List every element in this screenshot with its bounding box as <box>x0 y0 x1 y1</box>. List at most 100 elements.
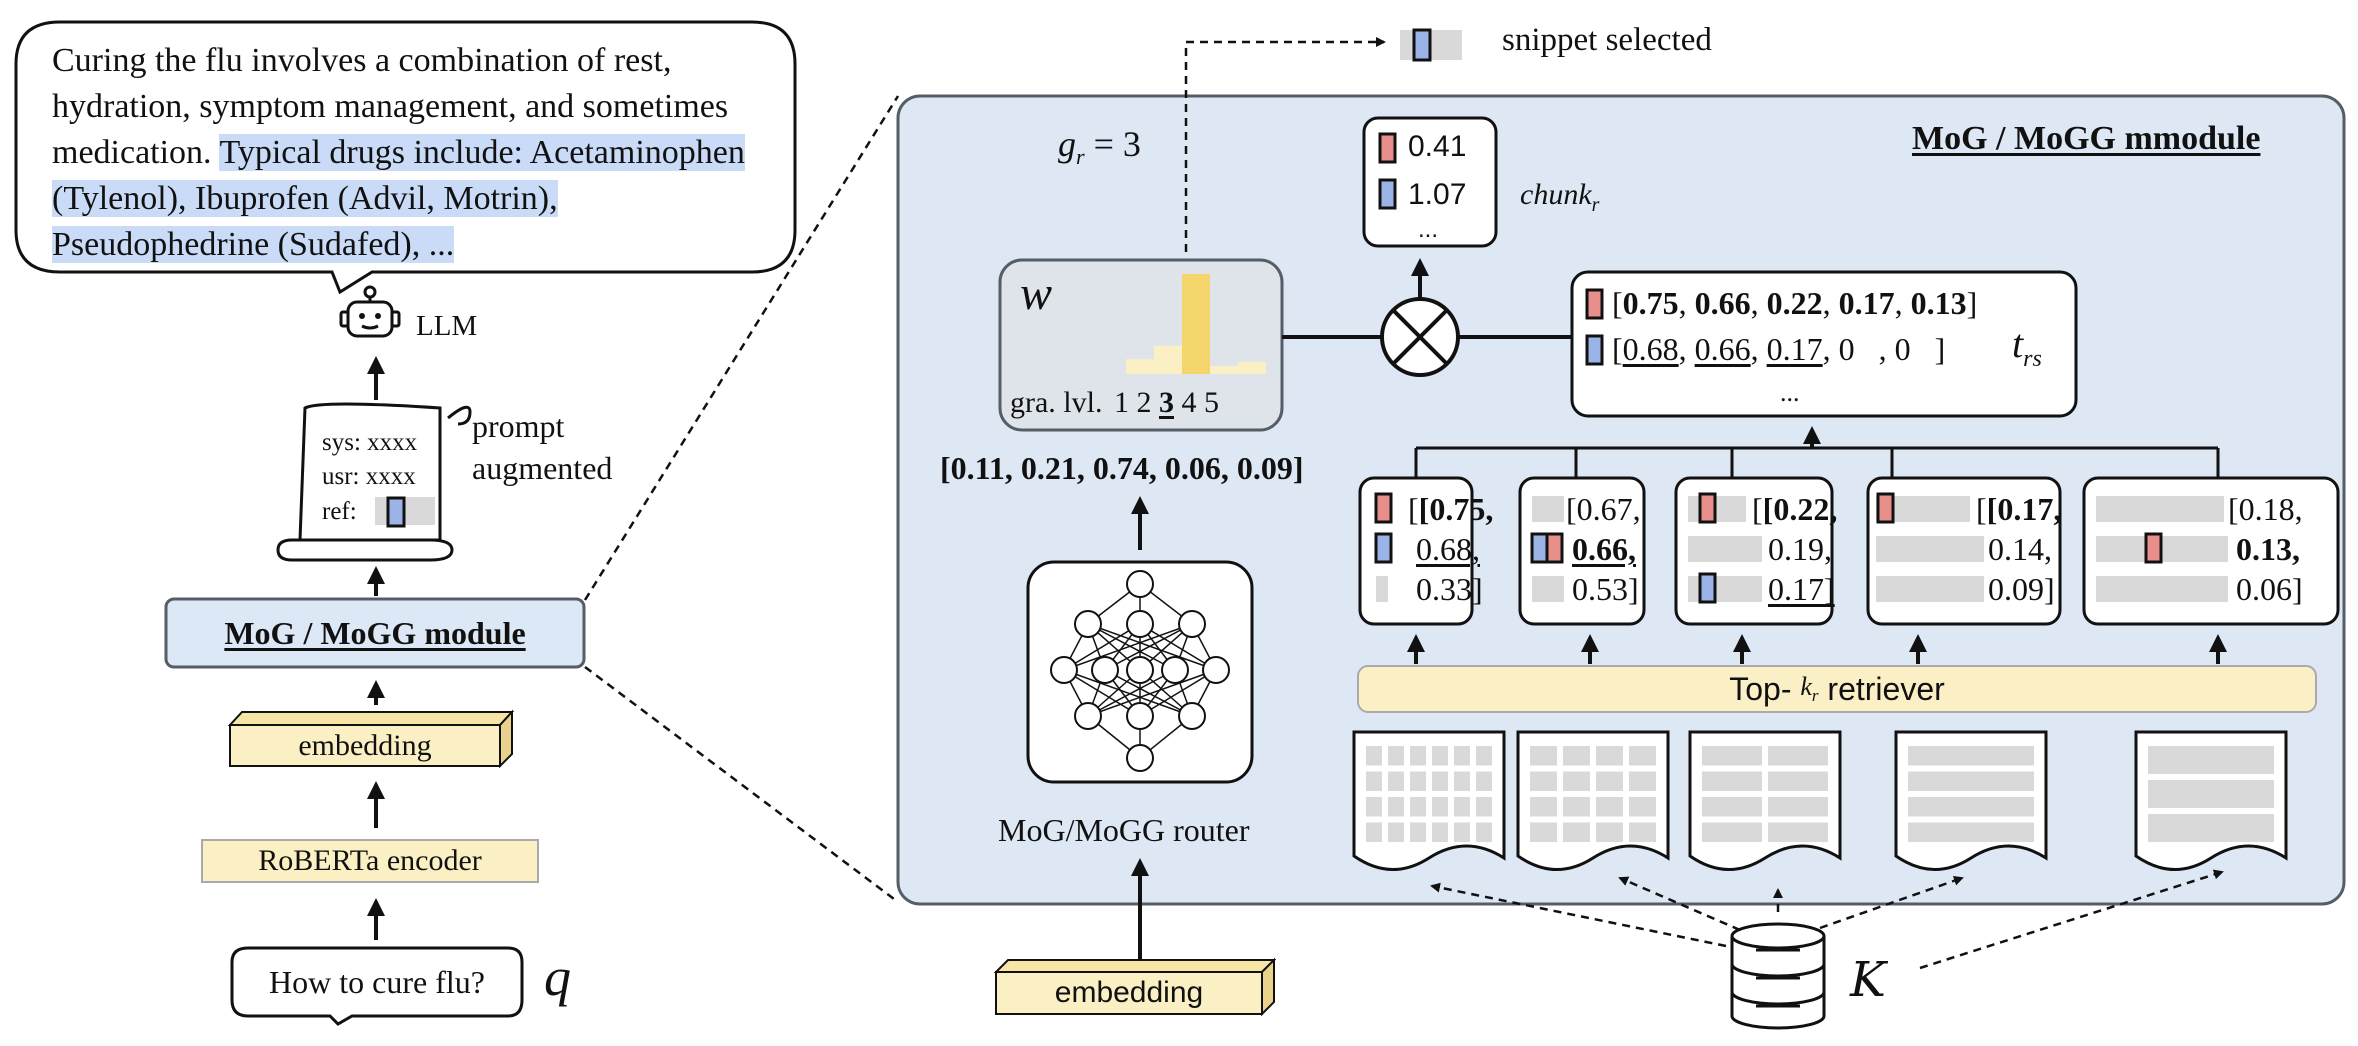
document-1-cell <box>1454 797 1470 817</box>
document-1-cell <box>1454 746 1470 766</box>
document-2-cell <box>1563 746 1590 766</box>
score-markers <box>1374 492 2228 604</box>
weight-bar-level-3 <box>1182 274 1210 374</box>
robot-icon <box>339 285 401 338</box>
document-4-cell <box>1908 771 2034 791</box>
prompt-scroll <box>276 402 472 562</box>
document-2-cell <box>1530 746 1557 766</box>
score-box5-v3: 0.06] <box>2236 571 2303 607</box>
score5-gray-slot-3 <box>2096 576 2228 602</box>
trs-r2-v1: 0.68 <box>1622 331 1679 367</box>
router-label: MoG/MoGG router <box>998 812 1250 848</box>
document-2-cell <box>1530 771 1557 791</box>
score-box4-v3: 0.09] <box>1988 571 2055 607</box>
score-box2-v1: [0.67, <box>1566 491 1641 527</box>
score2-gray-slot-3 <box>1532 576 1564 602</box>
embedding-block <box>227 709 515 769</box>
weights-axis: gra. lvl. 1 2 3 4 5 <box>1010 388 1219 418</box>
neural-network-icon <box>1050 570 1230 772</box>
nn-node <box>1161 656 1189 684</box>
score-box1-v1: [[0.75, <box>1408 491 1494 527</box>
document-2-cell <box>1596 797 1623 817</box>
document-5-cell <box>2148 814 2274 842</box>
document-1-cell <box>1366 822 1382 842</box>
trs-blue-marker <box>1585 334 1604 366</box>
weights-vector: [0.11, 0.21, 0.74, 0.06, 0.09] <box>940 450 1304 486</box>
score3-gray-slot-2 <box>1688 536 1762 562</box>
score-box3-v2: 0.19, <box>1768 531 1832 567</box>
document-1-cell <box>1388 822 1404 842</box>
weights-bars <box>1126 274 1266 374</box>
score1-blue-marker <box>1374 532 1393 564</box>
nn-node <box>1126 570 1154 598</box>
document-3-cell <box>1702 771 1762 791</box>
chunk-label: chunkr <box>1520 178 1600 216</box>
weights-box <box>998 258 1284 432</box>
chunk-red-marker <box>1378 132 1397 164</box>
document-2-cell <box>1629 746 1656 766</box>
document-1-cell <box>1476 822 1492 842</box>
prompt-usr-line: usr: xxxx <box>322 463 416 490</box>
document-1-cell <box>1366 797 1382 817</box>
weights-level-4: 4 <box>1181 386 1197 419</box>
score-box5-v1: [0.18, <box>2228 491 2303 527</box>
prompt-label-line2: augmented <box>472 450 613 486</box>
document-3-cell <box>1702 822 1762 842</box>
snippet-label: snippet selected <box>1502 22 1712 58</box>
document-1-cell <box>1454 771 1470 791</box>
document-1-cell <box>1432 771 1448 791</box>
prompt-sys-line: sys: xxxx <box>322 429 418 456</box>
nn-node <box>1074 702 1102 730</box>
trs-r2-v4: 0 <box>1838 331 1855 367</box>
weights-level-3: 3 <box>1158 386 1174 419</box>
document-2-cell <box>1563 797 1590 817</box>
trs-r2-v3: 0.17 <box>1766 331 1823 367</box>
score3-red-marker <box>1698 492 1717 524</box>
score-box3-v3: 0.17] <box>1768 571 1835 607</box>
document-1-cell <box>1388 746 1404 766</box>
mog-module-label: MoG / MoGG module <box>224 615 526 651</box>
document-1-cell <box>1366 771 1382 791</box>
document-1-cell <box>1432 822 1448 842</box>
document-2-cell <box>1596 771 1623 791</box>
prompt-label-line1: prompt <box>472 408 565 444</box>
nn-node <box>1050 656 1078 684</box>
weight-bar-level-5 <box>1238 361 1266 374</box>
document-3-cell <box>1702 746 1762 766</box>
db-to-docs-arrows <box>1430 869 2224 970</box>
score1-red-marker <box>1374 492 1393 524</box>
database-icon <box>1730 922 1826 1030</box>
document-4-cell <box>1908 822 2034 842</box>
document-1-cell <box>1410 771 1426 791</box>
nn-node <box>1202 656 1230 684</box>
weights-level-5: 5 <box>1203 386 1219 419</box>
score5-gray-slot-1 <box>2096 496 2224 522</box>
weights-symbol: w <box>1020 267 1053 320</box>
granularity-documents <box>1352 730 2288 871</box>
weights-axis-label: gra. lvl. <box>1010 386 1103 419</box>
trs-r1-v4: 0.17 <box>1838 285 1895 321</box>
nn-edge <box>1087 669 1217 717</box>
score3-gray-slot-1 <box>1688 496 1746 522</box>
nn-node <box>1074 610 1102 638</box>
document-1-cell <box>1410 822 1426 842</box>
trs-r1-v5: 0.13 <box>1910 285 1967 321</box>
document-3-cell <box>1768 746 1828 766</box>
document-1-cell <box>1410 746 1426 766</box>
document-2-cell <box>1530 797 1557 817</box>
document-2-cell <box>1563 771 1590 791</box>
nn-node <box>1178 702 1206 730</box>
encoder-box <box>201 839 539 883</box>
weight-bar-level-4 <box>1210 365 1238 374</box>
document-5-cell <box>2148 780 2274 808</box>
nn-edge <box>1139 669 1217 717</box>
score-box4-v1: [[0.17, <box>1976 491 2062 527</box>
zoom-lines <box>583 95 900 903</box>
document-3-cell <box>1702 797 1762 817</box>
nn-edge <box>1063 669 1141 717</box>
document-4-cell <box>1908 746 2034 766</box>
document-1-cell <box>1388 797 1404 817</box>
document-2-cell <box>1596 822 1623 842</box>
prompt-ref-line: ref: <box>322 498 357 525</box>
trs-r1-v3: 0.22 <box>1766 285 1823 321</box>
